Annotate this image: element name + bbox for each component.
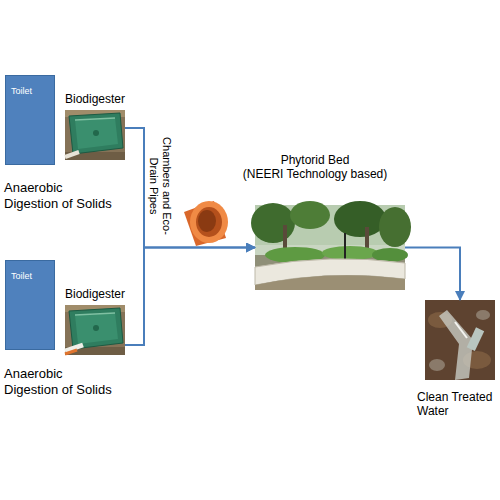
pipe-label: Chambers and Eco-Drain Pipes [147,136,173,236]
node-caption: Phytorid Bed [243,153,388,167]
phytorid-bed-photo [379,207,411,247]
node-caption: Biodigester [65,92,125,106]
node-caption: Biodigester [65,287,125,301]
drain-pipe-icon [198,210,216,232]
drain-pipe-icon [190,201,228,243]
box-label: Toilet [11,86,32,97]
biodigester-photo [93,130,99,136]
caption-group: Toilet [6,261,54,287]
caption-group: Biodigester [65,287,125,301]
drain-pipe-icon [184,201,228,246]
biodigester-photo [65,152,79,157]
caption-group: Biodigester [65,92,125,106]
node-caption: (NEERI Technology based) [243,167,388,181]
caption-group: Phytorid Bed(NEERI Technology based) [243,153,388,181]
biodigester-photo [75,313,118,344]
phytorid-bed-photo [251,201,411,290]
treated-water-photo [429,359,445,371]
phytorid-bed-photo [251,203,295,243]
caption-group: Clean Treated Water [417,390,497,418]
treated-water-photo [455,322,467,338]
toilet-box: Toilet [5,260,55,350]
biodigester-photo [75,118,115,120]
biodigester-photo [65,350,77,354]
process-note: Anaerobic Digestion of Solids [4,366,116,398]
drain-pipe-icon [196,207,222,237]
biodigester-photo [69,113,123,154]
treated-water-photo: Clean Treated Water [425,300,495,380]
phytorid-bed-photo: Phytorid Bed(NEERI Technology based) [255,205,405,290]
treated-water-photo [467,327,484,351]
biodigester-photo [65,110,125,160]
biodigester-photo [75,118,118,149]
biodigester-photo: Biodigester [65,110,125,160]
treated-water-photo [425,300,495,380]
phytorid-bed-photo [322,246,378,260]
flow-arrow [405,248,460,301]
treated-water-photo [476,310,490,320]
biodigester-photo [65,110,125,160]
biodigester-photo [75,313,115,315]
flow-arrow [125,248,255,346]
caption-group: Toilet [6,76,54,102]
biodigester-photo [69,308,123,349]
biodigester-photo [65,305,125,355]
phytorid-bed-photo [344,233,346,260]
flow-arrow [125,128,255,248]
biodigester-photo: Biodigester [65,305,125,355]
node-caption: Clean Treated Water [417,390,497,418]
phytorid-bed-photo [290,201,330,229]
phytorid-bed-photo [255,275,405,290]
phytorid-bed-photo [334,201,386,237]
biodigester-photo [65,305,125,355]
treated-water-photo [425,300,495,380]
process-note: Anaerobic Digestion of Solids [4,180,116,212]
toilet-box: Toilet [5,75,55,165]
biodigester-photo [93,325,99,331]
box-label: Toilet [11,271,32,282]
biodigester-photo [65,152,125,160]
